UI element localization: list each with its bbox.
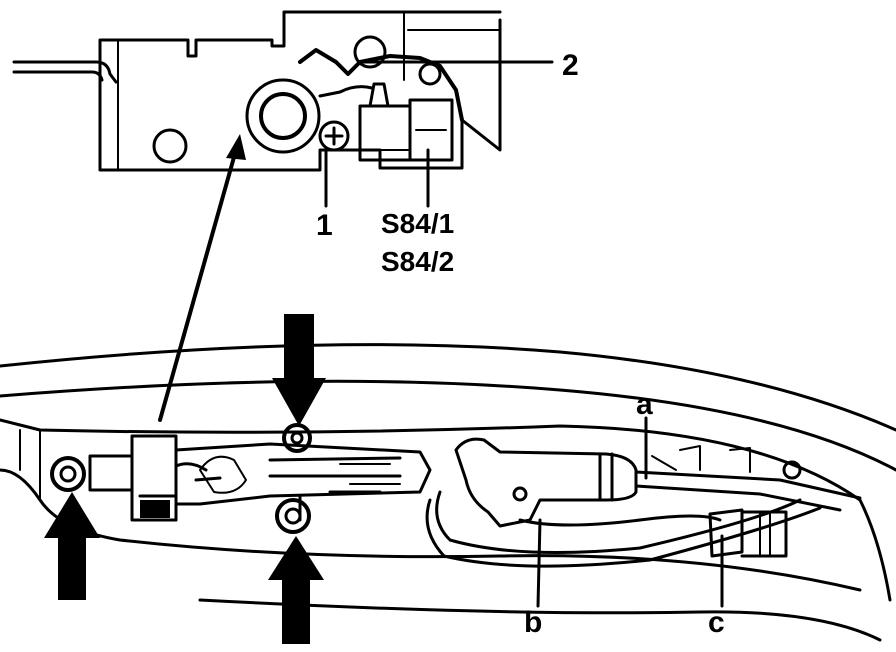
trunk-lid-edge — [0, 343, 896, 642]
lock-detail-view — [12, 10, 554, 208]
wire-connector — [708, 508, 788, 558]
label-wire-b: b — [524, 606, 542, 639]
actuator-rod — [12, 60, 118, 84]
label-switch-s84-2: S84/2 — [381, 246, 454, 277]
bolt-bottom — [275, 498, 311, 534]
lock-assembly — [88, 434, 432, 522]
label-part-1: 1 — [316, 209, 333, 242]
bolt-top — [282, 423, 312, 453]
mounting-screw — [318, 120, 350, 152]
pivot-bolt — [245, 78, 321, 154]
leader-b — [536, 518, 542, 608]
label-wire-c: c — [708, 606, 725, 639]
bolt-left — [50, 456, 86, 492]
detail-reference-arrow — [158, 134, 246, 422]
wiring-harness — [425, 445, 822, 568]
label-part-2: 2 — [562, 49, 579, 82]
mounting-bolts — [50, 423, 312, 534]
mounting-hole — [152, 128, 188, 164]
actuator-cylinder — [454, 437, 862, 528]
latch-lever — [298, 48, 464, 122]
label-wire-a: a — [636, 388, 653, 421]
upper-hole — [353, 35, 387, 69]
bolt-pointer-arrow-top — [272, 314, 326, 426]
bolt-pointer-arrow-left — [44, 492, 100, 600]
microswitch — [358, 104, 412, 162]
bolt-pointer-arrow-bottom — [268, 536, 324, 644]
label-switch-s84-1: S84/1 — [381, 208, 454, 239]
